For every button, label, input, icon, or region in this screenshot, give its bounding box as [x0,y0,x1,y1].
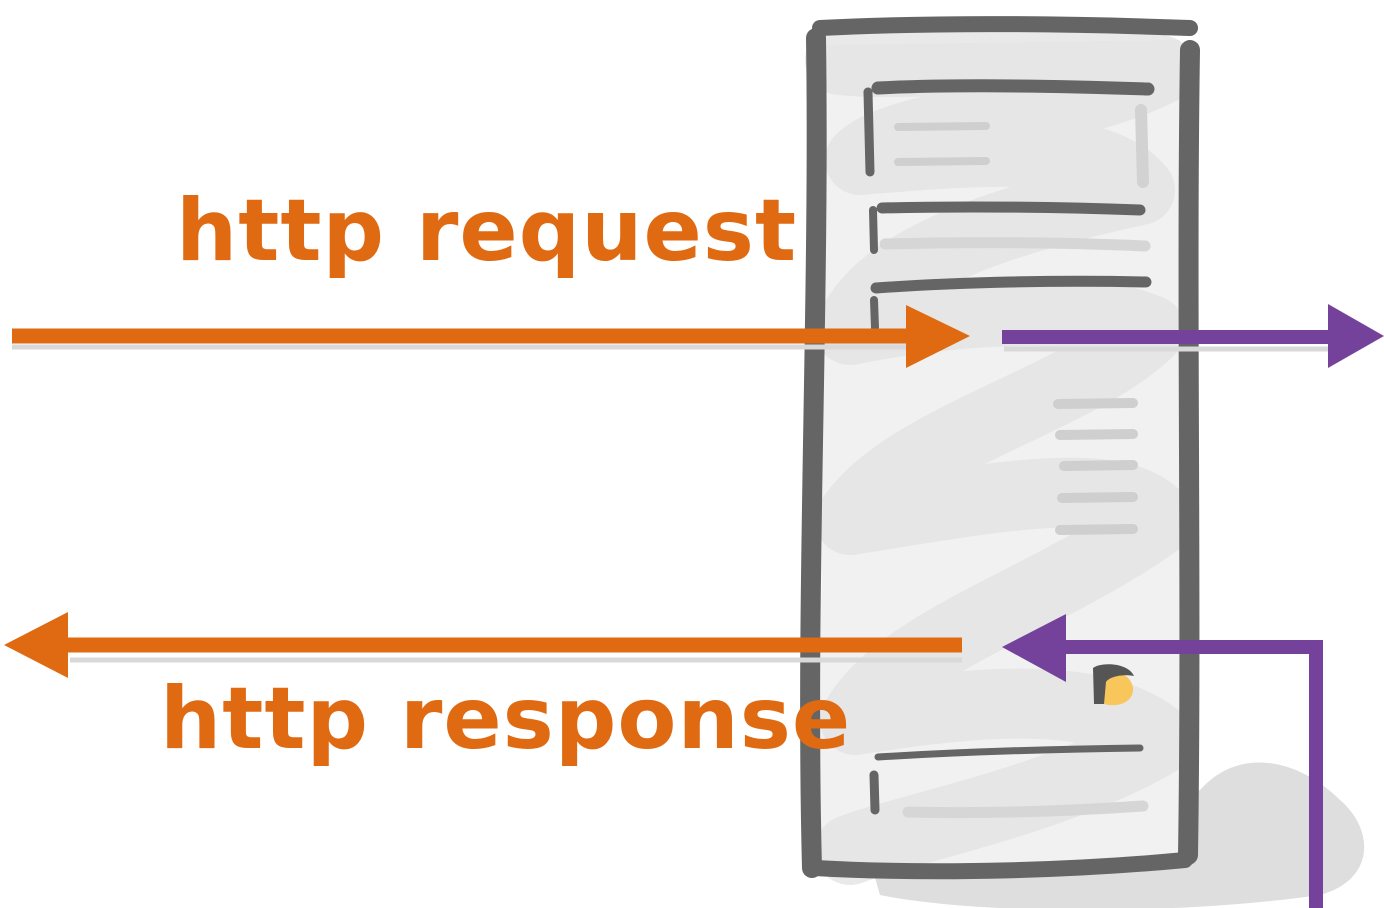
vent-5 [1055,524,1138,535]
drive-bay-3 [870,275,1152,294]
drive-bay-4-side [869,770,880,815]
vent-2 [1055,429,1138,440]
drive-bay-1 [871,79,1155,96]
http-response-label: http response [160,669,852,769]
drive-bay-2-side [869,206,878,254]
drive-bay-4 [874,744,1144,761]
server-icon [800,16,1200,885]
internal-forward-arrow [1002,304,1384,368]
http-request-arrow [12,305,970,368]
vent-1 [1053,398,1138,409]
drive-bay-1-vslot [1135,104,1149,188]
server-left-edge [800,28,827,878]
drive-bay-1-side [863,87,875,177]
drive-bay-4-light [902,800,1149,819]
internal-return-arrow-shaft [1060,640,1323,908]
drive-bay-2 [876,201,1146,216]
server-top-edge [812,16,1198,36]
drive-bay-3-side [870,296,879,332]
person-hair [1093,664,1134,704]
vent-4 [1057,492,1138,503]
http-response-arrow [4,612,962,678]
vent-3 [1059,460,1138,471]
http-request-arrow-head [906,305,970,368]
server-right-edge [1178,40,1200,865]
drive-bay-1-light-a [894,122,990,131]
http-request-label: http request [176,181,798,281]
drive-bay-2-light [879,237,1151,252]
drive-bay-1-light-b [894,157,990,166]
person-icon [1093,664,1134,706]
internal-return-arrow-head [1002,614,1066,682]
internal-return-arrow [1002,614,1323,908]
internal-forward-arrow-head [1328,304,1384,368]
server-bottom-edge [807,852,1193,880]
http-response-arrow-head [4,612,68,678]
